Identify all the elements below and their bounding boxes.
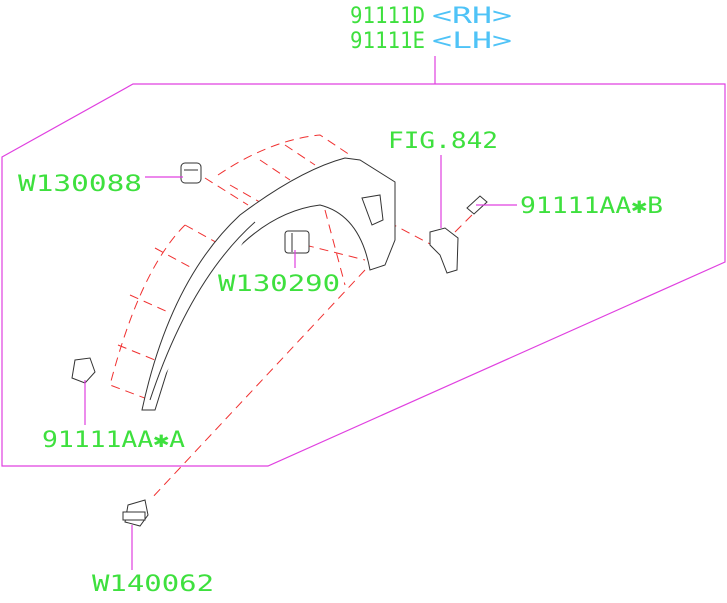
assembly-boundary [1, 83, 726, 467]
part-number-lh[interactable]: 91111E [350, 29, 425, 54]
callout-91111aa-a[interactable]: 91111AA✱A [42, 428, 185, 453]
part-number-rh[interactable]: 91111D [350, 4, 425, 29]
callout-91111aa-b[interactable]: 91111AA✱B [520, 194, 663, 219]
side-lh: <LH> [432, 29, 512, 54]
screw-w140062-icon [122, 499, 149, 527]
callout-w130088[interactable]: W130088 [18, 172, 142, 197]
callout-w140062[interactable]: W140062 [92, 572, 214, 597]
callout-w130290[interactable]: W130290 [218, 272, 340, 297]
flare-bracket [361, 194, 384, 226]
fig-reference-link[interactable]: FIG.842 [388, 129, 498, 154]
flare-edge [149, 221, 256, 401]
mudguard-piece-icon [429, 227, 459, 274]
clip-a-icon [71, 357, 96, 384]
clip-w130290-icon [284, 230, 310, 254]
callout-leaders [84, 155, 517, 570]
fender-flare-part [141, 157, 396, 411]
clip-w130088-icon [180, 162, 202, 184]
side-rh: <RH> [432, 4, 512, 29]
phantom-lines [109, 134, 476, 501]
